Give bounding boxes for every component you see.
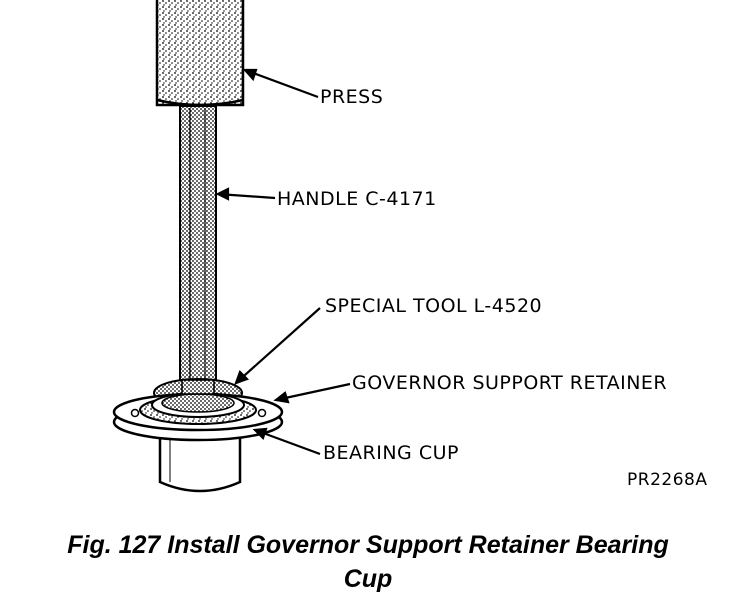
bearing-cup-label: BEARING CUP: [323, 442, 459, 464]
special-tool-label: SPECIAL TOOL L-4520: [325, 295, 543, 317]
press-ram: [155, 0, 245, 107]
bearing-cup: [151, 392, 245, 418]
press-label: PRESS: [320, 86, 384, 108]
figure-caption: Fig. 127 Install Governor Support Retain…: [0, 528, 736, 596]
caption-line-1: Fig. 127 Install Governor Support Retain…: [67, 531, 669, 559]
handle-shaft: [179, 105, 217, 387]
figure-id: PR2268A: [627, 470, 708, 490]
caption-line-2: Cup: [343, 565, 393, 593]
retainer-label: GOVERNOR SUPPORT RETAINER: [352, 372, 668, 394]
retainer-body: [158, 432, 242, 493]
tool-illustration: [112, 0, 351, 493]
handle-label: HANDLE C-4171: [277, 188, 437, 210]
leader-lines: [215, 68, 351, 456]
